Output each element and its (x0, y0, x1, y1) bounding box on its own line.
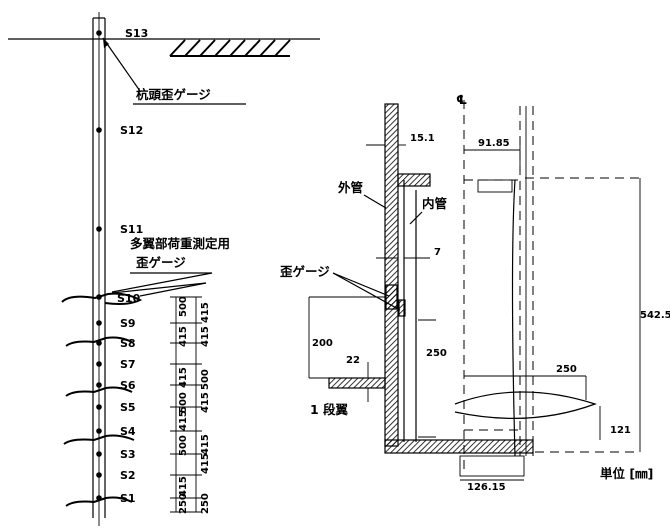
spacing-right-6: 415 (200, 453, 211, 474)
inner-tube-label: 内管 (422, 196, 447, 211)
gauge-dot-s11 (96, 226, 102, 232)
gauge-dot-s5 (96, 404, 102, 410)
gauge-label-s4: S4 (120, 425, 136, 438)
spacing-right-7: 250 (200, 493, 211, 514)
gauge-label-s3: S3 (120, 448, 136, 461)
gauge-dot-s13 (96, 30, 102, 36)
ground-hatch (169, 39, 291, 57)
spacing-left-4: 500 (178, 392, 189, 413)
dim-250-h: 250 (556, 364, 577, 375)
spacing-left-6: 500 (178, 435, 189, 456)
gauge-label-s10: S10 (117, 292, 141, 305)
spacing-left-2: 415 (178, 326, 189, 347)
spacing-left-5: 415 (178, 410, 189, 431)
left-pile-elevation: S13 S12 S11 S10 S9 S8 S7 S6 S5 S4 S3 S2 … (8, 12, 320, 526)
gauge-dot-s2 (96, 472, 102, 478)
gauge-dot-s4 (96, 428, 102, 434)
dim-7: 7 (434, 247, 441, 258)
head-gauge-callout: 杭頭歪ゲージ (102, 37, 246, 105)
gauge-label-s13: S13 (125, 27, 148, 40)
outer-tube-wall (384, 103, 399, 447)
blade-label: 1 段翼 (310, 402, 349, 417)
helix-blade-2 (65, 336, 133, 347)
gauge-dot-s12 (96, 127, 102, 133)
unit-label: 単位 [㎜] (600, 466, 653, 481)
centerline-symbol: ℄ (456, 92, 467, 107)
spacing-left-8: 250 (178, 493, 189, 514)
spacing-right-3: 500 (200, 369, 211, 390)
spacing-right-1: 415 (200, 302, 211, 323)
gauge-label-s8: S8 (120, 337, 136, 350)
head-gauge-label: 杭頭歪ゲージ (136, 87, 211, 102)
dim-200: 200 (312, 338, 333, 349)
dim-121: 121 (610, 425, 631, 436)
helix-blade-1 (61, 292, 143, 305)
inner-tube-cap (397, 173, 431, 187)
gauge-dot-s10 (96, 294, 102, 300)
dim-91-85: 91.85 (478, 138, 510, 149)
spacing-left-3: 415 (178, 367, 189, 388)
gauge-label-s12: S12 (120, 124, 143, 137)
spacing-right-4: 415 (200, 392, 211, 413)
blade-gauge-label-1: 多翼部荷重測定用 (130, 236, 230, 251)
gauge-dot-s9 (96, 320, 102, 326)
helix-blade-3 (65, 386, 133, 397)
gauge-dot-s3 (96, 451, 102, 457)
strain-gauge-block (385, 284, 398, 310)
gauge-label-s5: S5 (120, 401, 136, 414)
gauge-dot-s7 (96, 361, 102, 367)
gauge-dot-s1 (96, 495, 102, 501)
spacing-right-5: 415 (200, 434, 211, 455)
dim-22: 22 (346, 355, 360, 366)
right-section-detail: ℄ 542.5 15.1 91.85 7 200 (280, 92, 670, 493)
blade-stub (328, 377, 386, 389)
gauge-label-s2: S2 (120, 469, 136, 482)
gauge-label-s6: S6 (120, 379, 136, 392)
helix-blade-4 (63, 434, 135, 445)
dim-15-1: 15.1 (410, 133, 435, 144)
outer-tube-label: 外管 (337, 180, 363, 195)
spacing-left-7: 415 (178, 476, 189, 497)
dim-542-5: 542.5 (640, 310, 670, 321)
spacing-dims: 500 415 415 500 415 500 415 250 415 415 … (170, 296, 211, 514)
strain-gauge-label: 歪ゲージ (280, 264, 330, 279)
helix-blades (61, 292, 143, 507)
dim-126-15: 126.15 (467, 482, 506, 493)
dim-250-v: 250 (426, 348, 447, 359)
helix-right (454, 391, 597, 419)
gauge-dots (96, 30, 102, 501)
gauge-label-s1: S1 (120, 492, 136, 505)
spacing-right-2: 415 (200, 326, 211, 347)
gauge-dot-s8 (96, 340, 102, 346)
gauge-labels: S13 S12 S11 S10 S9 S8 S7 S6 S5 S4 S3 S2 … (117, 27, 148, 505)
spacing-left-1: 500 (178, 296, 189, 317)
blade-gauge-callout: 多翼部荷重測定用 歪ゲージ (111, 236, 230, 297)
gauge-label-s11: S11 (120, 223, 143, 236)
gauge-label-s9: S9 (120, 317, 136, 330)
gauge-label-s7: S7 (120, 358, 136, 371)
blade-gauge-label-2: 歪ゲージ (136, 255, 186, 270)
bottom-plate (384, 439, 534, 454)
gauge-dot-s6 (96, 382, 102, 388)
